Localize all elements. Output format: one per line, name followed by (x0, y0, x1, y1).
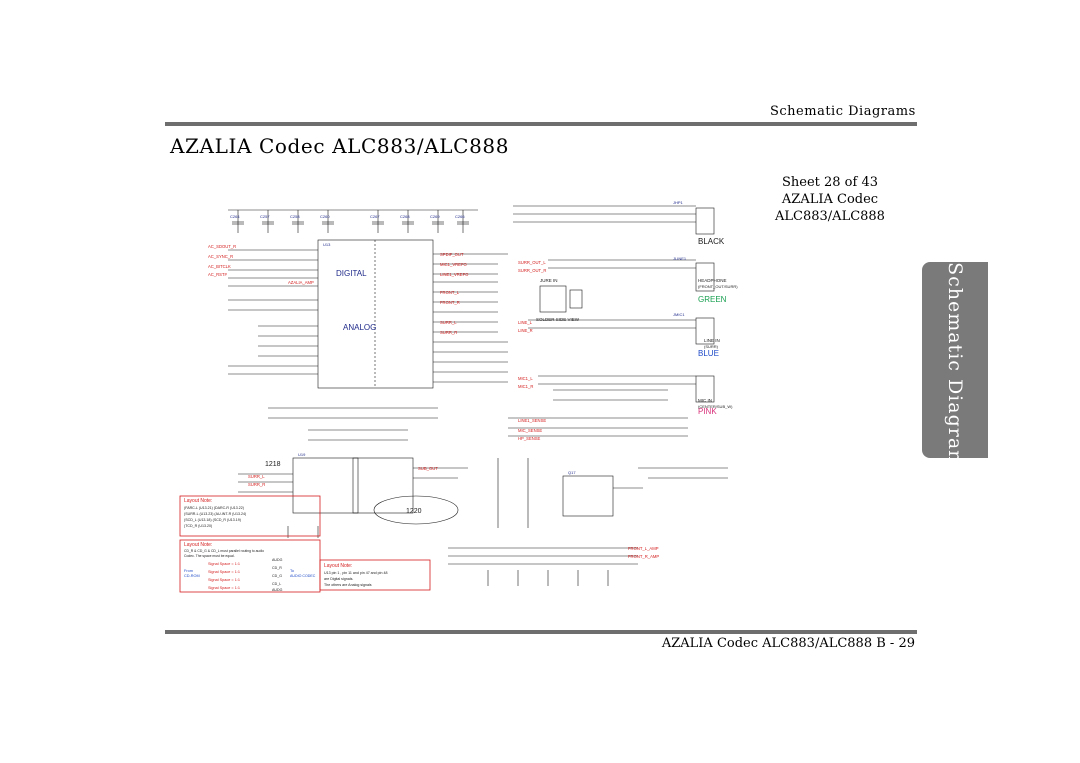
section-header-title: Schematic Diagrams (770, 104, 916, 119)
block-digital-label: DIGITAL (336, 269, 367, 278)
svg-text:AC_SDOUT_R: AC_SDOUT_R (208, 244, 236, 249)
svg-text:FRONT_R_AMP: FRONT_R_AMP (628, 554, 659, 559)
svg-text:C258: C258 (290, 214, 300, 219)
to-destination: AUDIO CODEC (290, 574, 316, 578)
block-analog-label: ANALOG (343, 323, 376, 332)
svg-text:AC_BITCLK: AC_BITCLK (208, 264, 231, 269)
layout-note-1-box (179, 495, 321, 537)
svg-text:SURR_L: SURR_L (248, 474, 265, 479)
sheet-name: AZALIA Codec (781, 192, 879, 207)
layout-note-1-title: Layout Note: (184, 498, 212, 504)
svg-text:Q17: Q17 (568, 470, 576, 475)
svg-text:SURR_L: SURR_L (440, 320, 457, 325)
layout-note-3-box (319, 559, 431, 591)
footer-divider (165, 630, 917, 634)
svg-text:JLINE1: JLINE1 (673, 256, 687, 261)
svg-text:JHP1: JHP1 (673, 200, 684, 205)
jack-mic-in-label: MIC IN (698, 398, 712, 403)
cd-pin-label: AUDG (272, 558, 283, 562)
svg-text:U13: U13 (323, 242, 331, 247)
sheet-info: Sheet 28 of 43 AZALIA Codec ALC883/ALC88… (760, 174, 900, 225)
svg-text:MIC1_L: MIC1_L (518, 376, 533, 381)
page-title: AZALIA Codec ALC883/ALC888 (170, 134, 510, 158)
cd-pin-label: AUDG (272, 588, 283, 592)
svg-text:AC_RST#: AC_RST# (208, 272, 228, 277)
cd-pin-label: CD_L (272, 582, 281, 586)
svg-text:U19: U19 (298, 452, 306, 457)
svg-text:FRONT_L: FRONT_L (440, 290, 460, 295)
jack-pink-label: PINK (698, 407, 717, 416)
jure-in-label: JURE IN (540, 278, 558, 283)
signal-space-label: Signal Space = 1:1 (208, 586, 240, 590)
signal-space-label: Signal Space = 1:1 (208, 562, 240, 566)
header-divider (165, 122, 917, 126)
layout-note-3-line: U13 pin 1 , pin 11 and pin 47 and pin 48 (324, 571, 387, 575)
jack-mic-in-sub: (CENTER/SUB_W) (698, 404, 733, 409)
sheet-part: ALC883/ALC888 (775, 209, 885, 224)
cd-pin-label: CD_G (272, 574, 282, 578)
svg-text:AZALIA_AMP: AZALIA_AMP (288, 280, 314, 285)
layout-note-3-line: The others are Analog signals (324, 583, 372, 587)
side-tab-label: B.Schematic Diagrams (944, 240, 966, 480)
svg-text:LINE1_VREFO: LINE1_VREFO (440, 272, 469, 277)
cd-pin-label: CD_R (272, 566, 282, 570)
layout-note-1-line: (FARC-L (U13.21) (DARC-R (U13.22) (184, 506, 244, 510)
footer-page-label: AZALIA Codec ALC883/ALC888 B - 29 (661, 636, 915, 651)
jack-green-label: GREEN (698, 295, 727, 304)
solder-side-view-label: SOLDER SIDE VIEW (536, 317, 580, 322)
amp-ref-1218: 1218 (265, 461, 281, 468)
svg-text:C264: C264 (230, 214, 240, 219)
from-label: From (184, 569, 193, 573)
svg-text:SURR_OUT_L: SURR_OUT_L (518, 260, 546, 265)
svg-text:MIC1_VREFO: MIC1_VREFO (440, 262, 468, 267)
svg-text:C269: C269 (430, 214, 440, 219)
svg-text:SURR_R: SURR_R (248, 482, 265, 487)
layout-note-1-line: (SCD_L (U13.18) (SCD_R (U13.19) (184, 518, 241, 522)
jack-black-label: BLACK (698, 237, 725, 246)
jack-line-in-sub: (SURR) (704, 344, 719, 349)
svg-text:LINE_L: LINE_L (518, 320, 533, 325)
svg-text:SURR_R: SURR_R (440, 330, 457, 335)
jack-headphone-label: HEADPHONE (698, 278, 727, 283)
layout-note-3-line: are Digital signals. (324, 577, 353, 581)
to-label: To (290, 569, 294, 573)
svg-text:C257: C257 (260, 214, 270, 219)
layout-note-2-line: Codec. The space must be equal. (184, 554, 235, 558)
svg-text:C260: C260 (320, 214, 330, 219)
svg-text:SUB_OUT: SUB_OUT (418, 466, 438, 471)
layout-note-2-title: Layout Note: (184, 542, 212, 548)
jack-blue-label: BLUE (698, 349, 719, 358)
layout-note-1-line: (SURR-L (U13.23) (AU-INT-R (U13.24) (184, 512, 246, 516)
svg-text:JMIC1: JMIC1 (673, 312, 685, 317)
svg-text:C268: C268 (400, 214, 410, 219)
signal-space-label: Signal Space = 1:1 (208, 578, 240, 582)
svg-text:FRONT_R: FRONT_R (440, 300, 460, 305)
amp-ref-1220: 1220 (406, 508, 422, 515)
svg-text:LINE1_SENSE: LINE1_SENSE (518, 418, 546, 423)
schematic-drawing: AC_SDOUT_R AC_SYNC_R AC_BITCLK AC_RST# AZA… (179, 200, 738, 593)
side-tab (922, 262, 988, 458)
layout-note-1-line: (TCD_R (U13.20) (184, 524, 212, 528)
svg-text:LINE_R: LINE_R (518, 328, 533, 333)
signal-space-label: Signal Space = 1:1 (208, 570, 240, 574)
svg-text:MIC1_R: MIC1_R (518, 384, 533, 389)
sheet-number: Sheet 28 of 43 (781, 175, 878, 190)
svg-text:C266: C266 (455, 214, 465, 219)
jack-line-in-label: LINE IN (704, 338, 720, 343)
svg-text:AC_SYNC_R: AC_SYNC_R (208, 254, 233, 259)
from-source: CD-ROM (184, 574, 200, 578)
layout-note-3-title: Layout Note: (324, 563, 352, 569)
jack-headphone-sub: (FRONT_OUT/SURR) (698, 284, 738, 289)
svg-text:HP_SENSE: HP_SENSE (518, 436, 541, 441)
svg-text:MIC_SENSE: MIC_SENSE (518, 428, 542, 433)
svg-text:SPDIF_OUT: SPDIF_OUT (440, 252, 464, 257)
layout-note-2-line: CD_R & CD_G & CD_L must parallel routing… (184, 549, 264, 553)
svg-text:FRONT_L_AMP: FRONT_L_AMP (628, 546, 659, 551)
svg-text:C267: C267 (370, 214, 380, 219)
svg-text:SURR_OUT_R: SURR_OUT_R (518, 268, 546, 273)
